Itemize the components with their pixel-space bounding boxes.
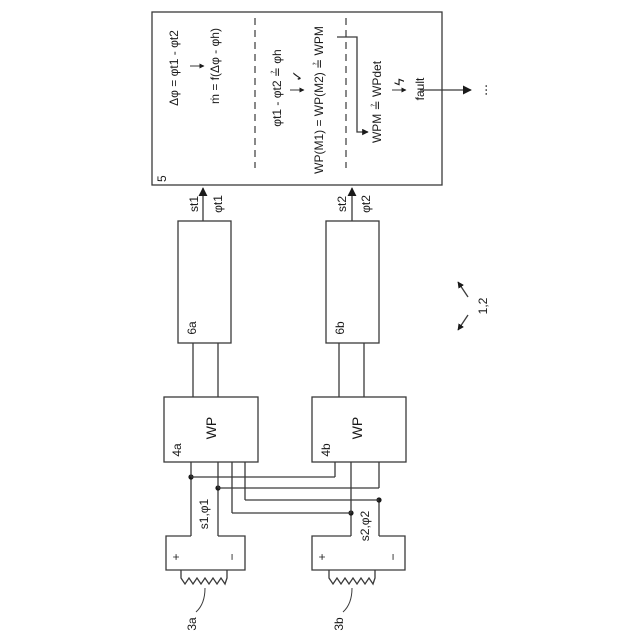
eq-wpm-det: WPM ≟ WPdet [370,60,384,143]
direction-ref-label: 1,2 [476,297,490,314]
sensor-3b-plus: + [315,553,329,560]
signal-st2-label: st2 [335,196,349,212]
lightning-icon: ϟ [391,78,407,86]
sensor-3b-minus: − [386,553,400,560]
signal-phi-t1-label: φt1 [211,195,225,213]
wp-block-4b: 4b WP [312,397,406,462]
sensor-3a-plus: + [169,553,183,560]
sensor-3b-resistor [329,570,375,584]
eq-phase-difference: Δφ = φt1 - φt2 [167,30,181,106]
sensor-3b: + − s2,φ2 3b [312,510,405,630]
control-unit-box [152,12,442,185]
check-mark-icon: ✓ [289,70,305,82]
continuation-dots: ... [474,84,490,96]
wp-4a-label: WP [203,417,219,440]
sensor-3a-signal-label: s1,φ1 [197,498,211,529]
sensor-3a-frame [166,536,245,570]
wp-4a-ref: 4a [170,443,184,457]
signal-lines: st1 φt1 st2 φt2 [187,188,373,221]
sensor-3b-signal-label: s2,φ2 [358,510,372,541]
direction-arrow-down [458,315,468,330]
block-6b-label: 6b [333,321,347,335]
signal-st1-label: st1 [187,196,201,212]
control-unit-5: 5 Δφ = φt1 - φt2 ṁ = f(Δφ - φh) φt1 - φt… [152,12,490,185]
direction-arrow-up [458,282,468,297]
sensor-3a: + − s1,φ1 3a [166,498,245,630]
sensor-3a-leader [196,588,205,612]
sensor-3a-ref: 3a [185,617,199,631]
signal-phi-t2-label: φt2 [359,195,373,213]
wp-block-4a: 4a WP [164,397,258,462]
eq-wp-equality: WP(M1) = WP(M2) ≟ WPM [312,26,326,174]
eq-phase-compare: φt1 - φt2 ≟ φh [270,49,284,126]
direction-indicator: 1,2 [458,282,490,330]
sensor-3b-ref: 3b [332,617,346,631]
block-6a: 6a [178,221,231,343]
eq-massflow: ṁ = f(Δφ - φh) [208,28,222,104]
sensor-3a-resistor [181,570,227,584]
block-6b: 6b [326,221,379,343]
fault-label: fault [413,77,427,100]
sensor-3a-minus: − [225,553,239,560]
wp-4b-ref: 4b [319,443,333,457]
block-connections [193,343,364,397]
wp-4b-label: WP [349,417,365,440]
cross-wiring [188,462,381,536]
control-unit-ref: 5 [155,175,169,182]
block-6a-label: 6a [185,321,199,335]
sensor-3b-leader [343,588,352,612]
